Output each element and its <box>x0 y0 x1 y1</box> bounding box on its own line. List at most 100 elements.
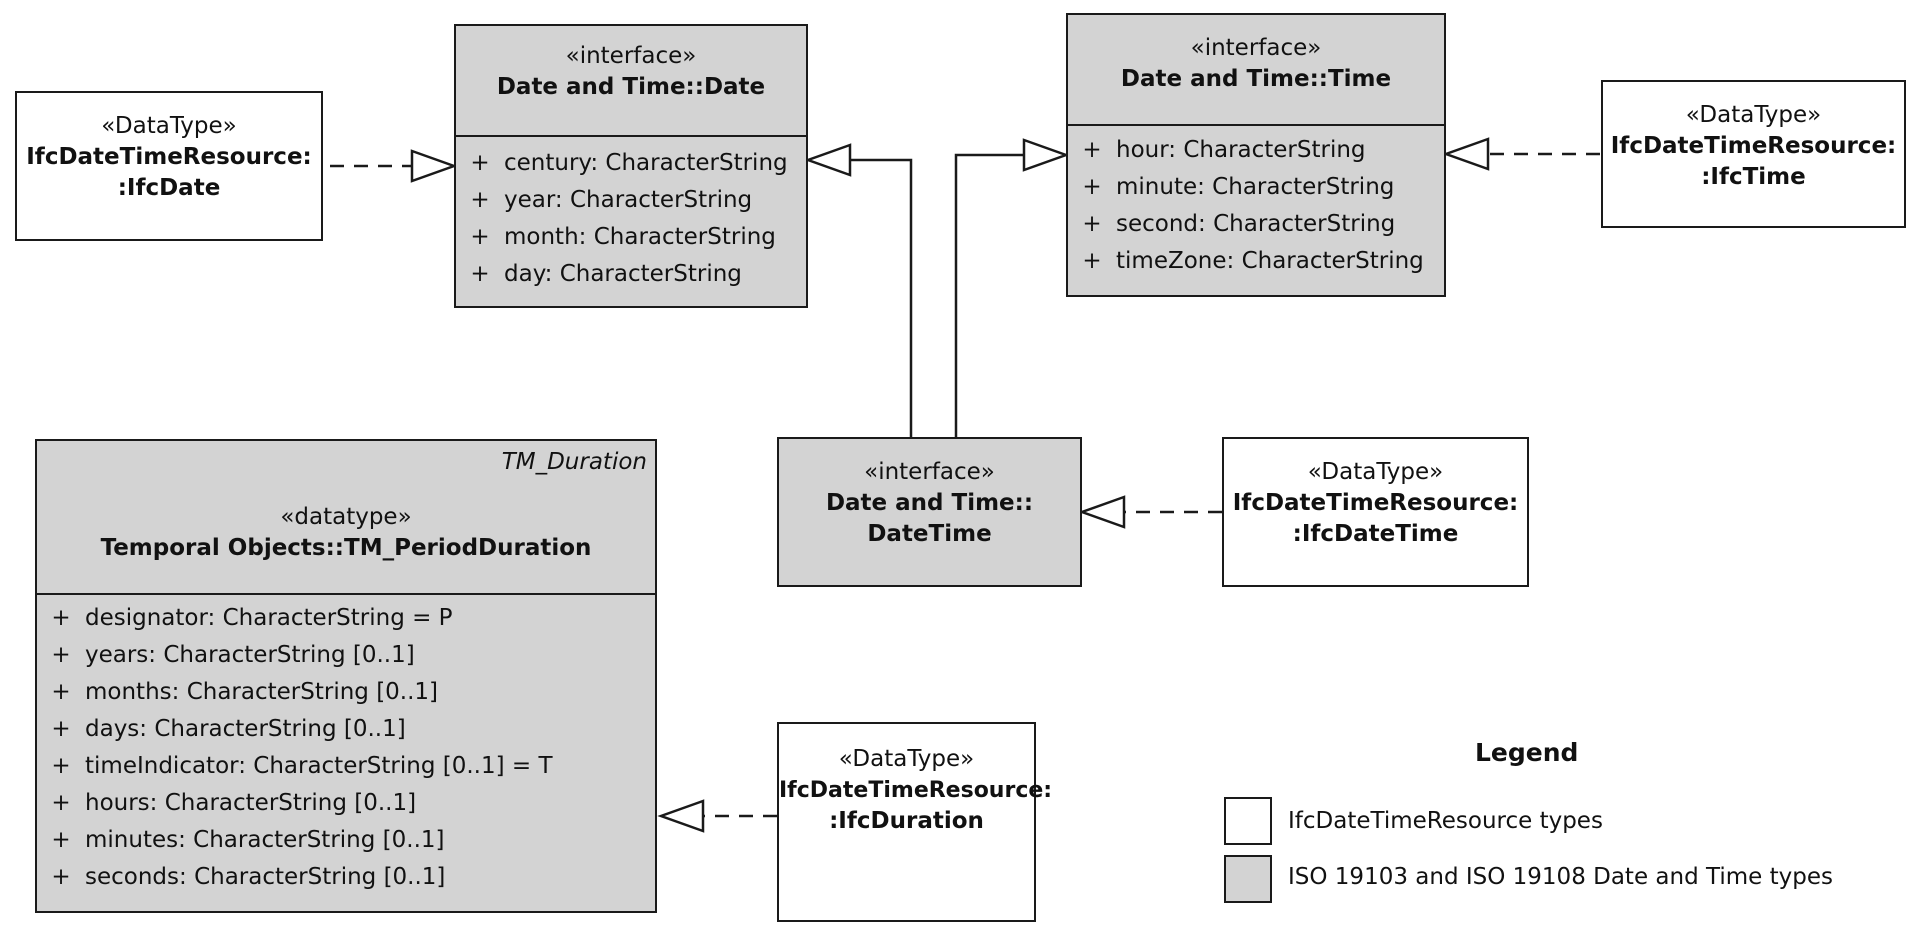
class-name: Date and Time:: <box>825 490 1034 516</box>
ifcdate-datatype-box: «DataType» IfcDateTimeResource: :IfcDate <box>15 91 323 241</box>
visibility-marker: + <box>51 790 71 816</box>
class-name: Date and Time::Time <box>1120 66 1392 92</box>
ifcdate-header: «DataType» IfcDateTimeResource: :IfcDate <box>17 93 321 204</box>
attribute-row: +day: CharacterString <box>456 256 806 293</box>
legend-swatch-iso <box>1224 855 1272 903</box>
attribute-list: + century: CharacterString + year: Charact… <box>456 135 806 293</box>
class-name: :IfcTime <box>1701 164 1806 190</box>
visibility-marker: + <box>1082 248 1102 274</box>
attribute-row: + minutes: CharacterString [0..1] <box>37 822 655 859</box>
class-name: :IfcDate <box>117 175 221 201</box>
stereotype-label: «DataType» <box>1307 459 1444 485</box>
generalization-arrowhead <box>804 143 852 177</box>
visibility-marker: + <box>51 679 71 705</box>
class-name: Date and Time::Date <box>496 74 766 100</box>
attribute-list: + hour: CharacterString + minute: Characte… <box>1068 124 1444 280</box>
realization-arrowhead <box>657 799 705 833</box>
stereotype-label: «DataType» <box>838 746 975 772</box>
class-name: DateTime <box>867 521 992 547</box>
generalization-datetime-to-time <box>954 153 1024 437</box>
date-interface-box: «interface» Date and Time::Date + century… <box>454 24 808 308</box>
parent-type-label: TM_Duration <box>501 449 647 475</box>
attribute-text: timeZone: CharacterString <box>1116 248 1424 274</box>
visibility-marker: + <box>1082 137 1102 163</box>
attribute-row: + second: CharacterString <box>1068 206 1444 243</box>
attribute-text: seconds: CharacterString [0..1] <box>85 864 446 890</box>
class-name: Temporal Objects::TM_PeriodDuration <box>100 535 592 561</box>
class-name: IfcDateTimeResource: <box>26 144 312 170</box>
attribute-row: + hours: CharacterString [0..1] <box>37 785 655 822</box>
visibility-marker: + <box>1082 174 1102 200</box>
realization-arrowhead <box>410 149 458 183</box>
attribute-text: minute: CharacterString <box>1116 174 1395 200</box>
stereotype-label: «DataType» <box>1685 102 1822 128</box>
time-interface-header: «interface» Date and Time::Time <box>1068 15 1444 124</box>
datetime-interface-header: «interface» Date and Time:: DateTime <box>779 439 1080 550</box>
visibility-marker: + <box>51 864 71 890</box>
generalization-arrowhead <box>1022 138 1070 172</box>
ifcduration-datatype-box: «DataType» IfcDateTimeResource: :IfcDura… <box>777 722 1053 922</box>
legend-swatch-ifc <box>1224 797 1272 845</box>
realization-arrowhead <box>1442 137 1490 171</box>
stereotype-label: «interface» <box>565 43 697 69</box>
attribute-row: + century: CharacterString <box>456 145 806 182</box>
attribute-text: century: CharacterString <box>504 150 788 176</box>
datetime-interface-box: «interface» Date and Time:: DateTime <box>777 437 1082 587</box>
visibility-marker: + <box>51 642 71 668</box>
period-duration-header: «datatype» Temporal Objects::TM_PeriodDu… <box>37 441 655 593</box>
visibility-marker: + <box>470 150 490 176</box>
attribute-row: + days: CharacterString [0..1] <box>37 711 655 748</box>
date-interface-header: «interface» Date and Time::Date <box>456 26 806 135</box>
legend-label-ifc: IfcDateTimeResource types <box>1288 808 1603 834</box>
attribute-row: + seconds: CharacterString [0..1] <box>37 859 655 896</box>
visibility-marker: + <box>51 827 71 853</box>
attribute-row: + months: CharacterString [0..1] <box>37 674 655 711</box>
class-name: IfcDateTimeResource: <box>779 778 1053 803</box>
class-name: IfcDateTimeResource: <box>1232 490 1519 516</box>
class-name: :IfcDateTime <box>1292 521 1459 547</box>
attribute-text: timeIndicator: CharacterString [0..1] = … <box>85 753 553 779</box>
visibility-marker: + <box>470 187 490 213</box>
attribute-row: +timeIndicator: CharacterString [0..1] =… <box>37 748 655 785</box>
stereotype-label: «interface» <box>864 459 995 485</box>
attribute-text: months: CharacterString [0..1] <box>85 679 439 705</box>
ifcdatetime-header: «DataType» IfcDateTimeResource: :IfcDate… <box>1224 439 1527 550</box>
attribute-text: year: CharacterString <box>504 187 753 213</box>
attribute-row: +designator: CharacterString = P <box>37 600 655 637</box>
visibility-marker: + <box>470 224 490 250</box>
stereotype-label: «interface» <box>1190 35 1322 61</box>
class-name: :IfcDuration <box>829 808 984 834</box>
attribute-row: + hour: CharacterString <box>1068 132 1444 169</box>
attribute-text: hours: CharacterString [0..1] <box>85 790 417 816</box>
ifctime-header: «DataType» IfcDateTimeResource: :IfcTime <box>1603 82 1904 193</box>
attribute-row: + years: CharacterString [0..1] <box>37 637 655 674</box>
ifcdatetime-datatype-box: «DataType» IfcDateTimeResource: :IfcDate… <box>1222 437 1529 587</box>
attribute-list: +designator: CharacterString = P +years:… <box>37 593 655 896</box>
time-interface-box: «interface» Date and Time::Time + hour: C… <box>1066 13 1446 297</box>
legend-label-iso: ISO 19103 and ISO 19108 Date and Time ty… <box>1288 864 1833 890</box>
attribute-text: day: CharacterString <box>504 261 742 287</box>
attribute-text: designator: CharacterString = P <box>85 605 453 631</box>
generalization-datetime-to-date <box>850 158 913 437</box>
attribute-row: + minute: CharacterString <box>1068 169 1444 206</box>
visibility-marker: + <box>1082 211 1102 237</box>
period-duration-datatype-box: TM_Duration «datatype» Temporal Objects:… <box>35 439 657 913</box>
ifctime-datatype-box: «DataType» IfcDateTimeResource: :IfcTime <box>1601 80 1906 228</box>
attribute-text: hour: CharacterString <box>1116 137 1366 163</box>
class-name: IfcDateTimeResource: <box>1610 133 1897 159</box>
stereotype-label: «datatype» <box>280 504 412 530</box>
realization-arrowhead <box>1078 495 1126 529</box>
attribute-text: days: CharacterString [0..1] <box>85 716 406 742</box>
visibility-marker: + <box>51 716 71 742</box>
attribute-text: years: CharacterString [0..1] <box>85 642 415 668</box>
attribute-text: minutes: CharacterString [0..1] <box>85 827 445 853</box>
attribute-row: + timeZone: CharacterString <box>1068 243 1444 280</box>
stereotype-label: «DataType» <box>101 113 237 139</box>
attribute-row: + year: CharacterString <box>456 182 806 219</box>
attribute-row: + month: CharacterString <box>456 219 806 256</box>
legend-title: Legend <box>1475 738 1579 767</box>
attribute-text: month: CharacterString <box>504 224 776 250</box>
attribute-text: second: CharacterString <box>1116 211 1396 237</box>
